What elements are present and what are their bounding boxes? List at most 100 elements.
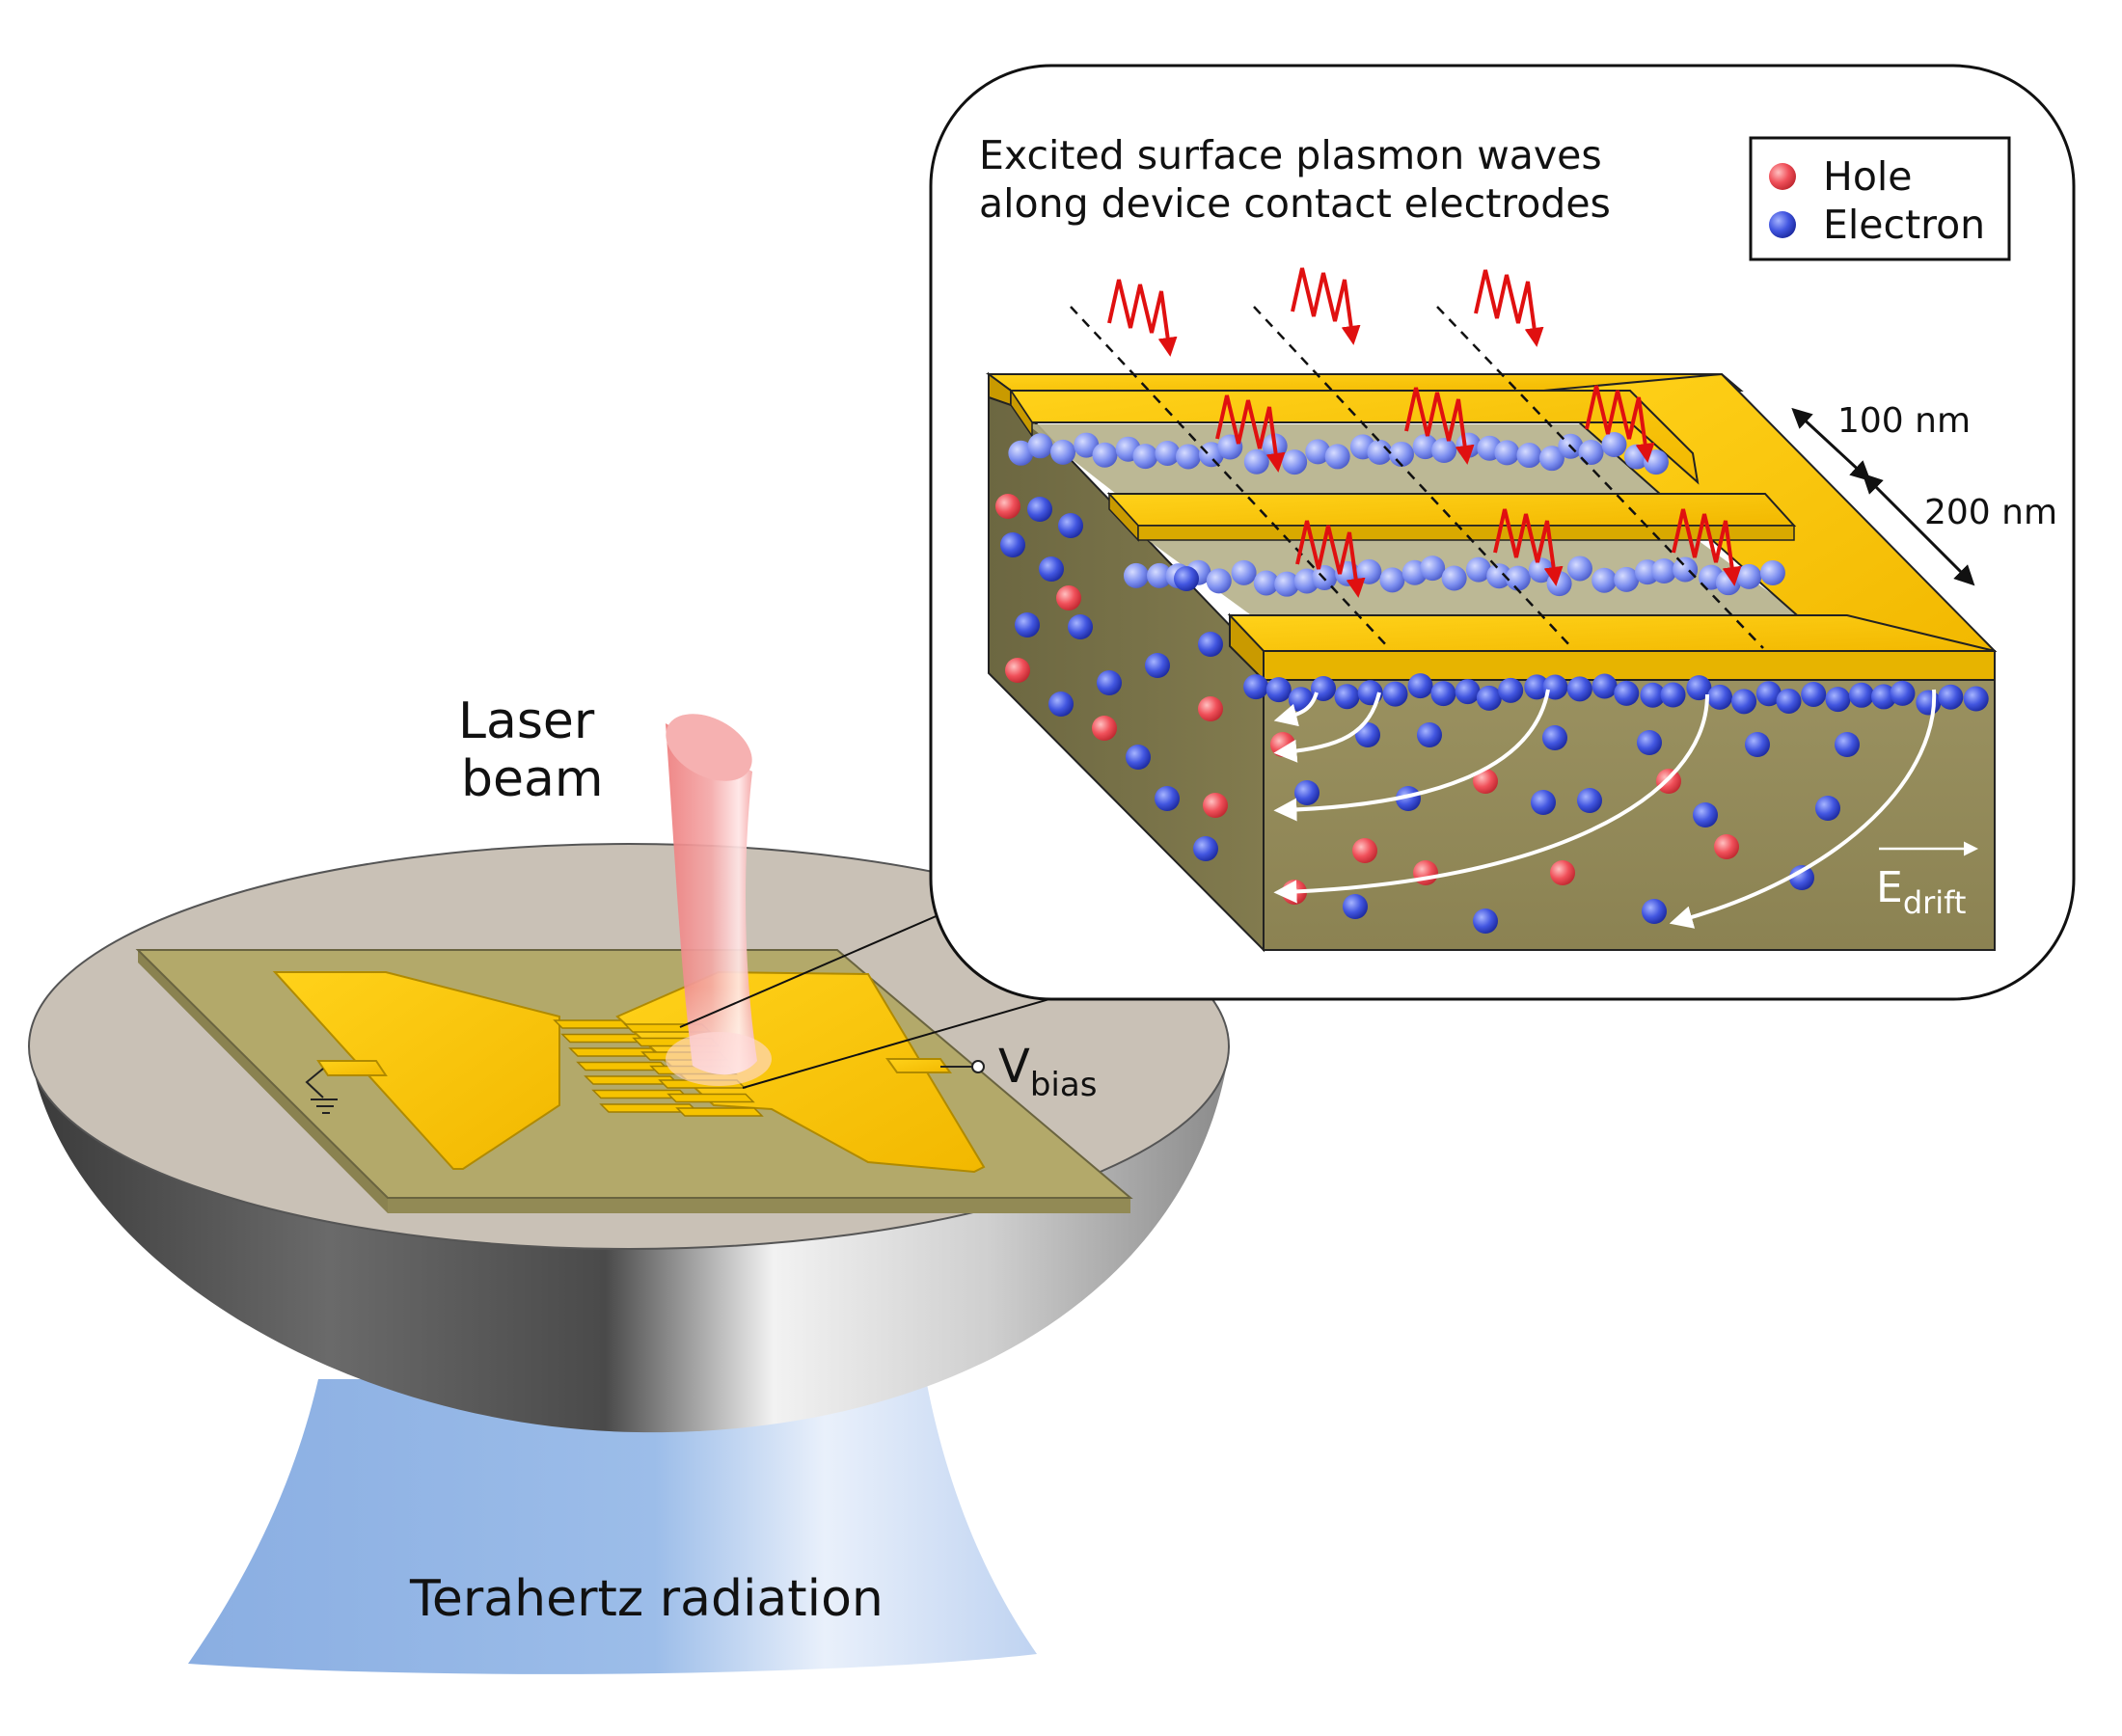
hole-marker (1714, 834, 1739, 859)
electron-marker (1524, 674, 1550, 700)
electron-marker (1382, 681, 1408, 707)
electron-marker (1231, 559, 1257, 585)
electron-marker (1175, 444, 1201, 470)
drift-line-1 (1273, 692, 1319, 727)
electron-marker (1870, 684, 1896, 710)
electron-marker (1420, 556, 1446, 582)
plasmon-wave-arrow (1215, 394, 1286, 473)
legend-hole-marker (1769, 163, 1796, 190)
electron-marker (1155, 786, 1180, 811)
plasmon-wave-arrow (1295, 520, 1366, 598)
electrode-finger-2 (1106, 493, 1797, 527)
electron-marker (1324, 444, 1350, 470)
electron-marker (1305, 439, 1331, 465)
hole-marker (1005, 658, 1030, 683)
hole-marker (1056, 585, 1081, 610)
electron-marker (1637, 730, 1662, 755)
electron-marker (1294, 780, 1319, 805)
electron-marker (1155, 440, 1181, 466)
electron-marker (1367, 439, 1393, 465)
zoom-line-upper (679, 901, 970, 1028)
plasmon-wave-arrow (1291, 267, 1361, 345)
inset-title-line2: along device contact electrodes (979, 180, 1611, 227)
hole-marker (1473, 769, 1498, 794)
electron-marker (1566, 676, 1592, 702)
legend-hole-label: Hole (1823, 153, 1913, 200)
electron-marker (1916, 690, 1942, 716)
electron-marker (1039, 556, 1064, 582)
legend-box (1749, 136, 2011, 261)
electron-marker (1123, 562, 1149, 588)
antenna-finger-right (667, 1093, 755, 1103)
vbias-sub: bias (1030, 1066, 1098, 1104)
laser-beam-top (666, 714, 752, 781)
electron-marker (1455, 432, 1482, 458)
electron-marker (1074, 432, 1100, 458)
electron-marker (1546, 571, 1572, 597)
light-ray-dashed (1070, 306, 1390, 649)
electron-marker (1651, 558, 1677, 584)
electron-marker (1274, 571, 1300, 597)
plasmon-wave-arrow (1404, 387, 1475, 465)
legend-electron-label: Electron (1823, 202, 1985, 248)
electron-marker (1578, 440, 1604, 466)
electron-marker (1614, 566, 1640, 592)
hole-marker (1092, 716, 1117, 741)
electron-marker (1253, 570, 1279, 596)
electron-marker (1686, 675, 1712, 701)
edrift-label: Edrift (1876, 863, 1966, 921)
plasmon-wave-arrow (1107, 279, 1178, 357)
electron-marker (1592, 567, 1618, 593)
inset-title: Excited surface plasmon waves along devi… (979, 132, 1615, 227)
light-ray-dashed (1436, 306, 1764, 649)
electron-marker (1673, 556, 1699, 583)
electron-marker (1643, 449, 1669, 475)
electron-marker (1759, 560, 1785, 586)
electron-marker (1542, 725, 1567, 750)
electron-marker (1745, 732, 1770, 757)
laser-label-line1: Laser (458, 692, 595, 750)
ground-icon (305, 1068, 338, 1114)
electron-marker (1282, 449, 1308, 475)
electron-marker (1198, 632, 1223, 657)
vbias-main: V (998, 1040, 1030, 1094)
electron-marker (1147, 562, 1173, 588)
electron-marker (1531, 790, 1556, 815)
electron-marker (1755, 681, 1782, 707)
electron-marker (1027, 497, 1052, 522)
hole-marker (1198, 696, 1223, 721)
electron-marker (1815, 796, 1840, 821)
electron-marker (1174, 566, 1199, 591)
electron-marker (1486, 563, 1512, 589)
hole-marker (995, 494, 1020, 519)
electron-marker (1614, 680, 1640, 706)
electron-marker (1640, 682, 1666, 708)
electron-marker (1693, 802, 1718, 827)
electron-marker (1008, 440, 1034, 466)
electron-marker (1417, 722, 1442, 747)
hole-marker (1203, 793, 1228, 818)
electron-marker (1566, 556, 1592, 582)
electron-marker (1356, 558, 1382, 584)
dim-100-arrow (1791, 407, 1871, 482)
electron-marker (1789, 865, 1814, 890)
electron-marker (1334, 684, 1360, 710)
electron-marker (1465, 556, 1491, 583)
laser-beam (666, 714, 772, 1086)
electron-marker (1343, 894, 1368, 919)
terahertz-label: Terahertz radiation (409, 1570, 884, 1628)
electron-marker (1015, 612, 1040, 637)
laser-label-line2: beam (461, 750, 604, 808)
electron-marker (1505, 565, 1531, 591)
plasmon-wave-arrow (1493, 508, 1564, 586)
electron-marker (1848, 682, 1874, 708)
electron-marker (1601, 431, 1627, 457)
electron-marker (1801, 681, 1827, 707)
electron-marker (1706, 684, 1732, 710)
electron-marker (1736, 563, 1762, 589)
dim-100-label: 100 nm (1837, 401, 1971, 441)
incident-light-rays (1070, 267, 1764, 649)
drift-line-5 (1669, 689, 1937, 929)
electron-marker (1145, 653, 1170, 678)
